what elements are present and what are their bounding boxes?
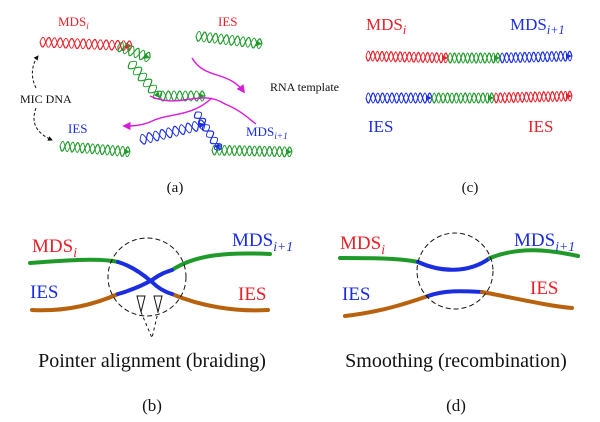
panel-b-ies-left-label: IES (30, 282, 59, 303)
panel-c-ies-left-label: IES (368, 117, 394, 136)
helix-c-bot-green-strand-b (431, 92, 495, 104)
helix-a-mds-i-end-strand-b (117, 41, 151, 63)
panel-d-dashed-circle (416, 232, 494, 310)
helix-a-diag-arrow-tip (153, 91, 160, 98)
helix-c-bot-green (431, 92, 495, 104)
panel-c-mds-i1-label: MDSi+1 (510, 15, 565, 37)
panel-b-blue-cross-1 (116, 260, 174, 296)
panel-a-mds-i-label: MDSi (58, 14, 89, 32)
panel-a-rna-strand-1 (149, 95, 257, 125)
panel-b-mds-i1-label: MDSi+1 (232, 230, 293, 254)
panel-c-helices (365, 50, 573, 104)
panel-a: MDSi IES RNA template MIC DNA IES MDSi+1… (20, 14, 339, 196)
panel-b-caption: (b) (142, 396, 162, 415)
panel-a-rna-template-label: RNA template (270, 80, 339, 94)
panel-d-green-right (488, 248, 580, 260)
panel-b-title: Pointer alignment (braiding) (38, 350, 266, 372)
helix-c-bot-green-arrow-tip (488, 95, 494, 101)
panel-b-orange-left (30, 292, 120, 313)
panel-d-mds-i-label: MDSi (340, 233, 385, 257)
helix-a-mds-i1 (211, 144, 293, 158)
panel-b-green-right (170, 251, 272, 272)
helix-c-top-blue (499, 50, 573, 64)
helix-a-ies-left-strand-b (59, 140, 131, 158)
helix-c-top-red-arrow-tip (441, 54, 448, 61)
helix-a-ies-left (59, 140, 131, 158)
helix-a-mds-i-end-arrow-tip (143, 53, 150, 59)
helix-a-diag (127, 60, 163, 100)
helix-c-top-blue-strand-b (499, 50, 573, 64)
helix-a-ies-top-arrow-tip (255, 40, 262, 47)
panel-c-caption: (c) (462, 180, 479, 196)
helix-a-cross-strand-b (196, 111, 220, 151)
helix-c-bot-red (493, 90, 573, 104)
panel-c-ies-right-label: IES (528, 117, 554, 136)
panel-d-title: Smoothing (recombination) (345, 350, 567, 372)
panel-a-rna-strand-3 (122, 97, 213, 131)
panel-d-blue-top (416, 256, 492, 272)
panel-b-mds-i-label: MDSi (32, 236, 77, 260)
helix-a-cross (193, 111, 223, 151)
helix-c-top-red-strand-b (365, 50, 449, 64)
panel-b-ies-right-label: IES (238, 284, 267, 305)
helix-c-bot-blue-strand-b (365, 92, 433, 104)
panel-d-ies-left-label: IES (342, 284, 371, 305)
panel-d-mds-i1-label: MDSi+1 (514, 230, 575, 254)
panel-b-pointer-left (136, 295, 146, 313)
helix-c-top-green (447, 52, 501, 64)
panel-d-orange-right (480, 290, 574, 310)
helix-c-bot-blue (365, 92, 433, 104)
helix-c-top-green-arrow-tip (494, 55, 500, 61)
panel-a-mic-arrow-bottom (33, 107, 53, 141)
helix-a-mds-i1-strand-b (211, 144, 293, 158)
helix-a-diag-strand-b (129, 60, 161, 100)
panel-a-mic-dna-label: MIC DNA (20, 92, 72, 106)
panel-a-ies-left-label: IES (68, 121, 88, 136)
panel-b: MDSi MDSi+1 IES IES Pointer alignment (b… (28, 230, 293, 415)
panel-d: MDSi MDSi+1 IES IES Smoothing (recombina… (338, 230, 580, 415)
helix-c-top-green-strand-b (447, 52, 501, 64)
panel-c: MDSi MDSi+1 IES IES (c) (365, 15, 573, 196)
panel-a-mds-i1-label: MDSi+1 (246, 124, 288, 142)
panel-b-blue-cross-2 (116, 268, 174, 296)
helix-c-bot-red-strand-b (493, 90, 573, 104)
panel-b-dashed-circle (107, 237, 187, 317)
helix-a-mds-i1-arrow-tip (285, 148, 292, 155)
helix-c-top-blue-arrow-tip (565, 53, 572, 60)
panel-b-orange-right (170, 292, 270, 313)
panel-d-green-left (338, 256, 420, 264)
helix-c-top-red (365, 50, 449, 64)
panel-a-caption: (a) (167, 180, 184, 196)
helix-a-blue-left-strand-b (139, 121, 206, 143)
panel-d-ies-right-label: IES (530, 278, 559, 299)
panel-d-orange-left (343, 294, 430, 318)
helix-a-ies-left-arrow-tip (123, 148, 130, 155)
panel-a-mic-arrow-top (31, 55, 39, 89)
panel-c-mds-i-label: MDSi (366, 15, 407, 37)
helix-a-mds-i-strand-b (39, 36, 133, 52)
helix-c-bot-blue-arrow-tip (426, 95, 432, 101)
helix-a-cross-arrow-tip (214, 143, 220, 150)
panel-d-blue-bottom (426, 289, 484, 298)
panel-b-green-left (28, 257, 120, 265)
panel-a-ies-top-label: IES (218, 14, 238, 29)
panel-b-pointer-right (153, 295, 163, 313)
helix-a-mds-i-end (117, 41, 151, 63)
helix-a-ies-top (195, 30, 263, 50)
helix-a-blue-left (139, 119, 206, 145)
panel-a-rna-strand-2 (191, 57, 245, 94)
panel-d-caption: (d) (446, 396, 466, 415)
helix-a-blue-left-arrow-tip (198, 122, 205, 129)
helix-c-bot-red-arrow-tip (565, 93, 572, 100)
helix-a-ies-top-strand-b (195, 30, 263, 50)
